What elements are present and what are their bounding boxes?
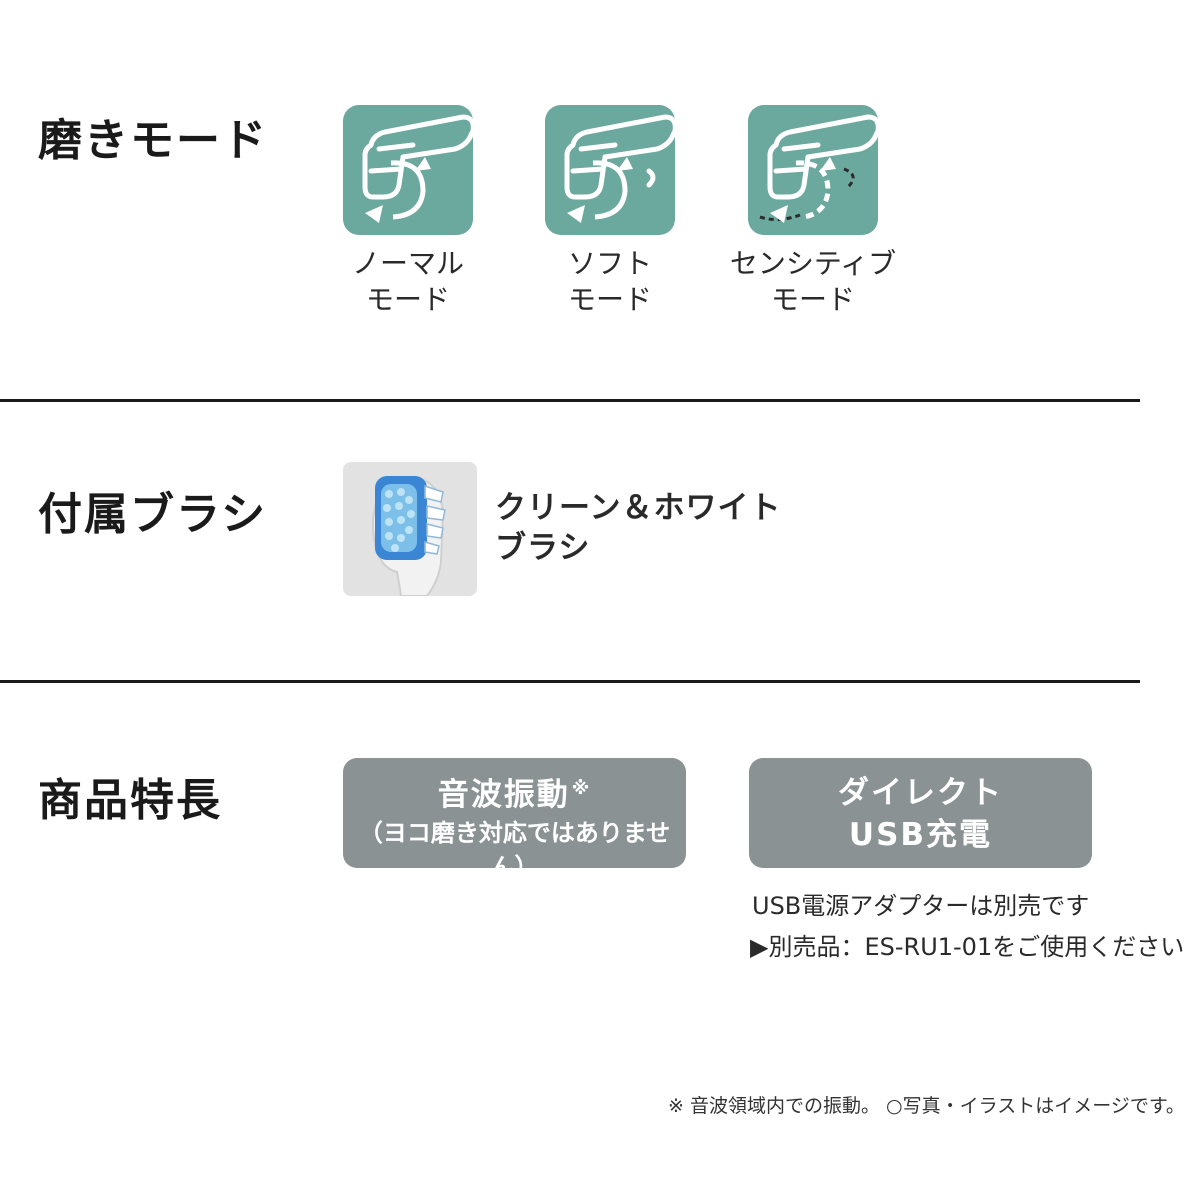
mode-label-normal-line2: モード	[365, 283, 450, 316]
section-title-modes: 磨きモード	[38, 115, 268, 166]
feature-sonic-main: 音波振動※	[343, 774, 686, 816]
mode-label-sensitive-line1: センシティブ	[729, 247, 897, 280]
section-divider	[0, 399, 1140, 402]
normal-mode-icon	[343, 105, 473, 235]
section-title-brush: 付属ブラシ	[38, 489, 268, 540]
feature-sonic-vibration: 音波振動※ （ヨコ磨き対応ではありません）	[343, 758, 686, 881]
feature-sonic-title: 音波振動	[437, 777, 570, 813]
usb-adapter-note: USB電源アダプターは別売です	[752, 892, 1090, 920]
feature-usb-charge: ダイレクト USB充電	[749, 758, 1092, 868]
feature-sonic-mark: ※	[571, 778, 592, 799]
mode-label-sensitive-line2: モード	[770, 283, 855, 316]
feature-sonic-sub: （ヨコ磨き対応ではありません）	[358, 819, 671, 881]
mode-label-sensitive: センシティブ モード	[713, 246, 913, 318]
feature-usb-line2: USB充電	[848, 817, 993, 853]
footnote: ※ 音波領域内での振動。 ○写真・イラストはイメージです。	[668, 1095, 1185, 1117]
mode-label-soft-line1: ソフト	[567, 247, 652, 280]
mode-label-soft: ソフト モード	[510, 246, 710, 318]
mode-label-soft-line2: モード	[567, 283, 652, 316]
brush-name: クリーン＆ホワイト ブラシ	[495, 488, 781, 568]
optional-item-note: ▶別売品：ES-RU1-01をご使用ください	[750, 933, 1185, 961]
sensitive-mode-icon	[748, 105, 878, 235]
section-divider	[0, 680, 1140, 683]
soft-mode-icon	[545, 105, 675, 235]
feature-usb-line1: ダイレクト	[838, 775, 1003, 811]
brush-name-line2: ブラシ	[495, 530, 591, 566]
mode-label-normal: ノーマル モード	[308, 246, 508, 318]
mode-label-normal-line1: ノーマル	[351, 247, 464, 280]
brush-name-line1: クリーン＆ホワイト	[495, 490, 782, 526]
section-title-features: 商品特長	[38, 775, 222, 826]
brush-head-image	[343, 462, 477, 596]
